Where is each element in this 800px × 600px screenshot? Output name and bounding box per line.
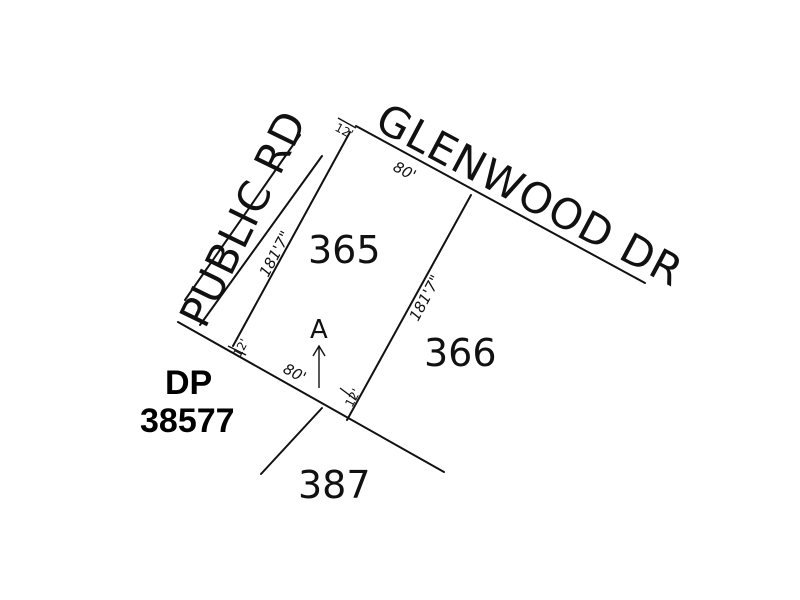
corner-tick-se xyxy=(339,387,357,401)
lot-387-boundary xyxy=(260,407,323,475)
lot-365-rear-boundary xyxy=(177,321,445,473)
lot-387-label: 387 xyxy=(298,463,371,507)
front-dimension: 80' xyxy=(390,158,419,185)
glenwood-dr-road-line xyxy=(355,125,646,284)
corner-se-dimension: 12' xyxy=(342,386,363,409)
lot-366-label: 366 xyxy=(424,331,497,375)
corner-tick-sw xyxy=(227,345,247,356)
public-rd-road-line xyxy=(199,155,323,326)
dp-prefix: DP xyxy=(165,364,212,402)
east-side-dimension: 181'7" xyxy=(406,272,445,324)
corner-top-dimension: 12' xyxy=(333,120,356,141)
corner-sw-dimension: 12' xyxy=(230,336,251,359)
lot-365-west-boundary xyxy=(232,131,351,347)
lot-365-east-boundary xyxy=(346,194,472,421)
public-rd-label: PUBLIC RD xyxy=(170,103,317,335)
marker-a-label: A xyxy=(310,315,328,345)
glenwood-dr-label: GLENWOOD DR xyxy=(368,94,691,297)
north-arrow-icon xyxy=(312,344,326,388)
lot-365-label: 365 xyxy=(308,228,381,272)
public-rd-road-line-outer xyxy=(184,134,301,301)
corner-tick-top xyxy=(337,117,357,129)
dp-number: 38577 xyxy=(140,402,235,440)
